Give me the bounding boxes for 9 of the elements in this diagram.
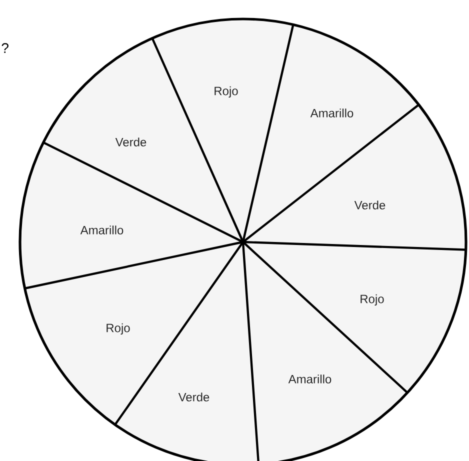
- question-mark: ?: [2, 43, 8, 53]
- node-label: Verde: [178, 392, 210, 402]
- node-label: Rojo: [360, 294, 384, 306]
- node-label: Rojo: [214, 86, 238, 98]
- node-label: Amarillo: [288, 374, 332, 384]
- node-label: Verde: [354, 200, 386, 210]
- node-label: Amarillo: [310, 108, 354, 118]
- spinner-sector: Rojo: [152, 19, 294, 242]
- node-label: Amarillo: [80, 226, 124, 234]
